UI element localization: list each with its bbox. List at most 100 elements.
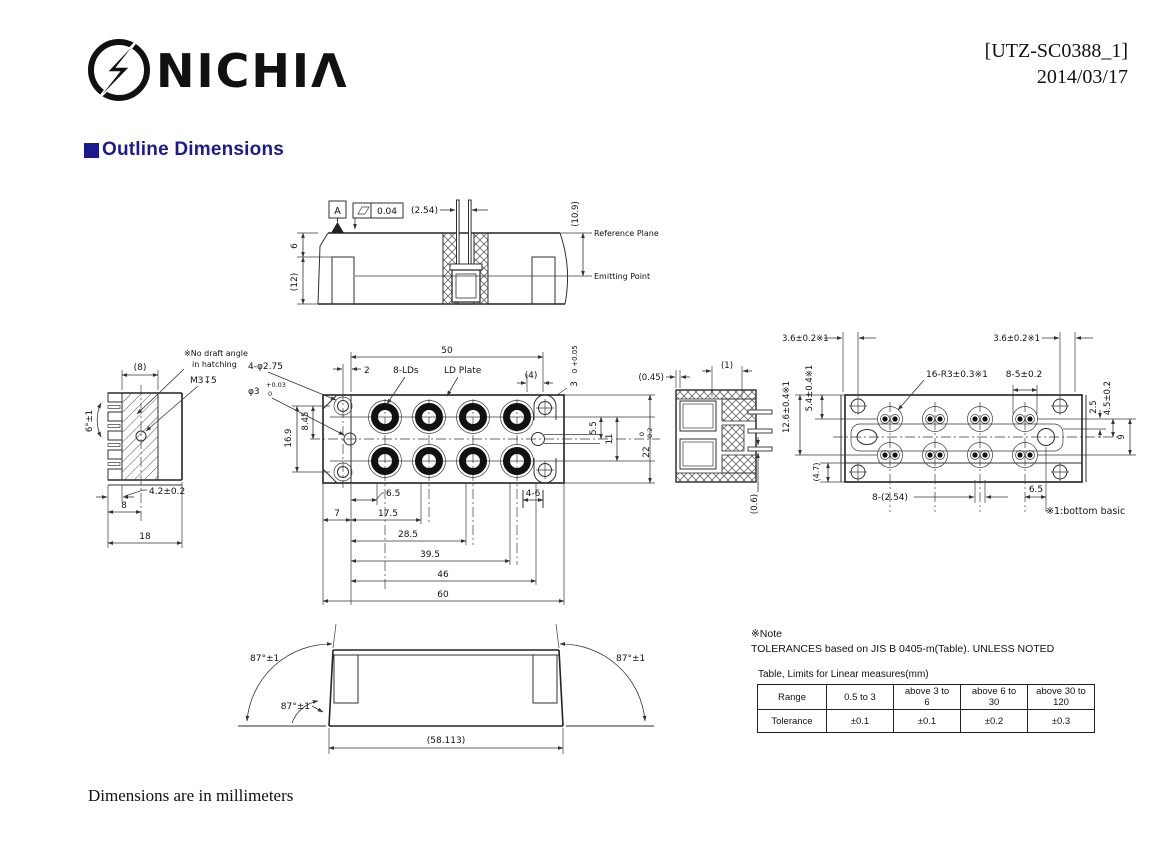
ld-array xyxy=(368,400,534,478)
svg-text:3: 3 xyxy=(570,381,580,387)
dim-0-45: (0.45) xyxy=(638,373,664,383)
dim-8-2-54: 8-(2.54) xyxy=(872,493,908,503)
flatness-value: 0.04 xyxy=(377,207,397,217)
ld-callout: 8-LDs xyxy=(393,366,419,376)
dim-16-9: 16.9 xyxy=(284,429,294,448)
dim-50: 50 xyxy=(441,346,453,356)
dim-5-5: 5.5 xyxy=(589,421,599,435)
svg-text:0: 0 xyxy=(638,432,646,436)
dim-0-6: (0.6) xyxy=(750,494,760,514)
cell-line: above 30 to xyxy=(1036,686,1086,697)
svg-text:-0.2: -0.2 xyxy=(646,428,654,441)
cell-line: above 6 to xyxy=(971,686,1017,697)
table-title: Table, Limits for Linear measures(mm) xyxy=(758,669,929,680)
screw-holes xyxy=(849,397,1069,481)
cell-line: 6 xyxy=(924,697,930,708)
dim-17-5: 17.5 xyxy=(378,509,398,519)
dim-8-5: 8-5±0.2 xyxy=(1006,370,1043,380)
angle-87-small: 87°±1 xyxy=(281,702,310,712)
cell-tol-3: ±0.2 xyxy=(960,709,1028,733)
fin-angle-label: 6°±1 xyxy=(85,410,95,432)
dim-2-54: (2.54) xyxy=(411,206,438,216)
square-bullet-icon xyxy=(84,142,99,158)
dim-4-7: (4.7) xyxy=(812,463,821,482)
datum-a-label: A xyxy=(334,206,341,217)
emitting-point-label: Emitting Point xyxy=(594,272,650,281)
cell-range: Range xyxy=(757,684,827,710)
cell-tol-4: ±0.3 xyxy=(1027,709,1095,733)
dim-18: 18 xyxy=(139,532,151,542)
phi3-callout: φ3 xyxy=(248,387,260,397)
dim-46: 46 xyxy=(437,570,449,580)
nichia-logo: NICHIΛ xyxy=(88,35,347,104)
no-draft-note-1: ※No draft angle xyxy=(184,349,248,358)
dim-58-113: (58.113) xyxy=(427,736,466,746)
note-title: ※Note xyxy=(751,628,782,640)
dim-8-paren: (8) xyxy=(134,363,147,373)
reference-plane-label: Reference Plane xyxy=(594,229,659,238)
r3-callout: 16-R3±0.3※1 xyxy=(926,370,988,380)
dim-4-6: 4-6 xyxy=(526,489,541,499)
ld-plate-callout: LD Plate xyxy=(444,366,482,376)
dim-12-6: 12.6±0.4※1 xyxy=(782,381,792,433)
dim-3-6-left: 3.6±0.2※1 xyxy=(782,334,829,344)
top-view: A 0.04 (2.54) 6 (12) (10.9) Reference xyxy=(290,199,659,305)
dim-6-5-rear: 6.5 xyxy=(1029,485,1043,495)
dim-7: 7 xyxy=(334,509,340,519)
dim-9: 9 xyxy=(1117,434,1127,439)
section-view: (0.45) (1) (0.6) xyxy=(638,361,773,514)
dim-5-4: 5.4±0.4※1 xyxy=(805,365,815,412)
note-line: TOLERANCES based on JIS B 0405-m(Table).… xyxy=(751,643,1055,655)
section-heading: Outline Dimensions xyxy=(84,139,284,161)
nichia-lightning-icon xyxy=(88,35,150,104)
dim-8-45: 8.45 xyxy=(301,412,311,431)
cell-range-1: 0.5 to 3 xyxy=(826,684,894,710)
left-side-view: (8) ※No draft angle in hatching M3↧5 6°±… xyxy=(85,349,248,548)
cell-tol-1: ±0.1 xyxy=(826,709,894,733)
dim-3-tol: 3 0 +0.05 xyxy=(570,345,580,387)
dim-39-5: 39.5 xyxy=(420,550,440,560)
corner-holes-callout: 4-φ2.75 xyxy=(248,362,283,372)
document-header: [UTZ-SC0388_1] 2014/03/17 xyxy=(985,38,1128,90)
svg-text:+0.05: +0.05 xyxy=(571,345,579,366)
cell-tolerance: Tolerance xyxy=(757,709,827,733)
cell-line: 30 xyxy=(988,697,1000,708)
dim-2-5: 2.5 xyxy=(1089,400,1099,414)
doc-date: 2014/03/17 xyxy=(1036,66,1128,88)
rear-view: 3.6±0.2※1 3.6±0.2※1 5.4±0.4※1 12.6±0.4※1… xyxy=(782,332,1136,517)
flatness-icon xyxy=(357,206,370,215)
angle-87-right: 87°±1 xyxy=(616,654,645,664)
dim-1-paren: (1) xyxy=(721,361,733,371)
svg-text:22: 22 xyxy=(642,446,652,457)
dim-4-2: 4.2±0.2 xyxy=(149,487,185,497)
tolerance-note: ※Note TOLERANCES based on JIS B 0405-m(T… xyxy=(751,628,1081,655)
cell-tol-2: ±0.1 xyxy=(893,709,961,733)
dim-4-paren: (4) xyxy=(525,371,538,381)
angle-87-left: 87°±1 xyxy=(250,654,279,664)
dim-6: 6 xyxy=(290,243,300,249)
dim-10-9: (10.9) xyxy=(571,201,581,227)
page-title: Outline Dimensions xyxy=(102,139,285,160)
dim-60: 60 xyxy=(437,590,449,600)
dim-11: 11 xyxy=(605,434,615,445)
bottom-basic-note: ※1:bottom basic xyxy=(1046,506,1125,517)
units-note: Dimensions are in millimeters xyxy=(88,786,294,805)
m3-thread-label: M3↧5 xyxy=(190,376,217,386)
phi3-lo: 0 xyxy=(268,390,272,398)
dim-28-5: 28.5 xyxy=(398,530,418,540)
no-draft-note-2: in hatching xyxy=(192,360,237,369)
dim-4-5: 4.5±0.2 xyxy=(1103,381,1113,415)
cell-line: above 3 to xyxy=(904,686,950,697)
dim-2: 2 xyxy=(364,366,370,376)
phi3-up: +0.03 xyxy=(266,381,286,389)
cell-line: 120 xyxy=(1053,697,1069,708)
dim-8: 8 xyxy=(121,501,127,511)
svg-text:0: 0 xyxy=(571,369,579,373)
